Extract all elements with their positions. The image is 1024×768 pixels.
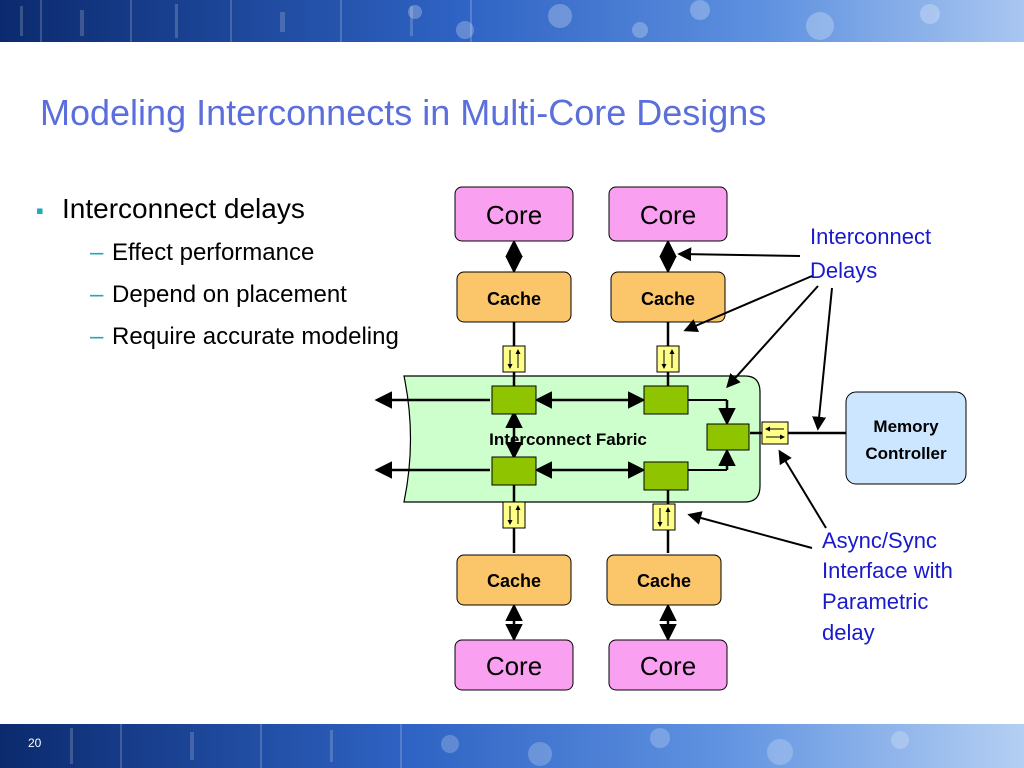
bullet-list: ▪ Interconnect delays – Effect performan… [36,193,399,351]
svg-text:Interconnect: Interconnect [810,224,931,249]
sub-bullet-item: – Effect performance [90,239,399,267]
fabric-links [374,391,736,479]
svg-text:Core: Core [640,651,696,681]
fabric-label: Interconnect Fabric [489,430,647,449]
svg-text:Core: Core [486,651,542,681]
core-bottom-left: Core [454,639,574,691]
sub-bullet-text: Depend on placement [112,281,347,308]
svg-text:Controller: Controller [865,444,947,463]
top-banner [0,0,1024,42]
bullet-text: Interconnect delays [62,193,305,224]
interface-block [502,501,526,529]
svg-text:Cache: Cache [641,289,695,309]
bullet-item: ▪ Interconnect delays [36,193,399,225]
sub-bullet-text: Require accurate modeling [112,323,399,350]
svg-text:delay: delay [822,620,875,645]
dash-icon: – [90,281,104,308]
cache-top-left: Cache [456,271,572,323]
router [643,385,689,415]
memory-controller: Memory Controller [845,391,967,485]
router [491,385,537,415]
svg-text:Core: Core [640,200,696,230]
bottom-banner [0,724,1024,768]
sub-bullet-item: – Require accurate modeling [90,323,399,351]
router [643,461,689,491]
square-bullet-icon: ▪ [36,198,44,223]
annotation-async-sync: Async/Sync Interface with Parametric del… [687,449,953,645]
svg-text:Core: Core [486,200,542,230]
svg-text:Delays: Delays [810,258,877,283]
svg-text:Cache: Cache [637,571,691,591]
core-top-left: Core [454,186,574,242]
fabric-routers [491,385,750,491]
core-top-right: Core [608,186,728,242]
slide-title: Modeling Interconnects in Multi-Core Des… [40,92,767,133]
sub-bullet-text: Effect performance [112,239,315,266]
interface-block [502,345,526,373]
core-bottom-right: Core [608,639,728,691]
dash-icon: – [90,323,104,350]
interface-block [652,503,676,531]
sub-bullet-item: – Depend on placement [90,281,399,309]
interface-block [656,345,680,373]
cache-top-right: Cache [610,271,726,323]
svg-text:Memory: Memory [873,417,939,436]
cache-bottom-left: Cache [456,554,572,606]
router [706,423,750,451]
svg-text:Interface with: Interface with [822,558,953,583]
router [491,456,537,486]
cache-bottom-right: Cache [606,554,722,606]
svg-text:Cache: Cache [487,289,541,309]
svg-text:Parametric: Parametric [822,589,928,614]
svg-text:Async/Sync: Async/Sync [822,528,937,553]
svg-text:Cache: Cache [487,571,541,591]
dash-icon: – [90,239,104,266]
page-number: 20 [28,736,42,750]
annotation-interconnect-delays: Interconnect Delays [677,224,931,431]
interface-block [761,421,789,445]
